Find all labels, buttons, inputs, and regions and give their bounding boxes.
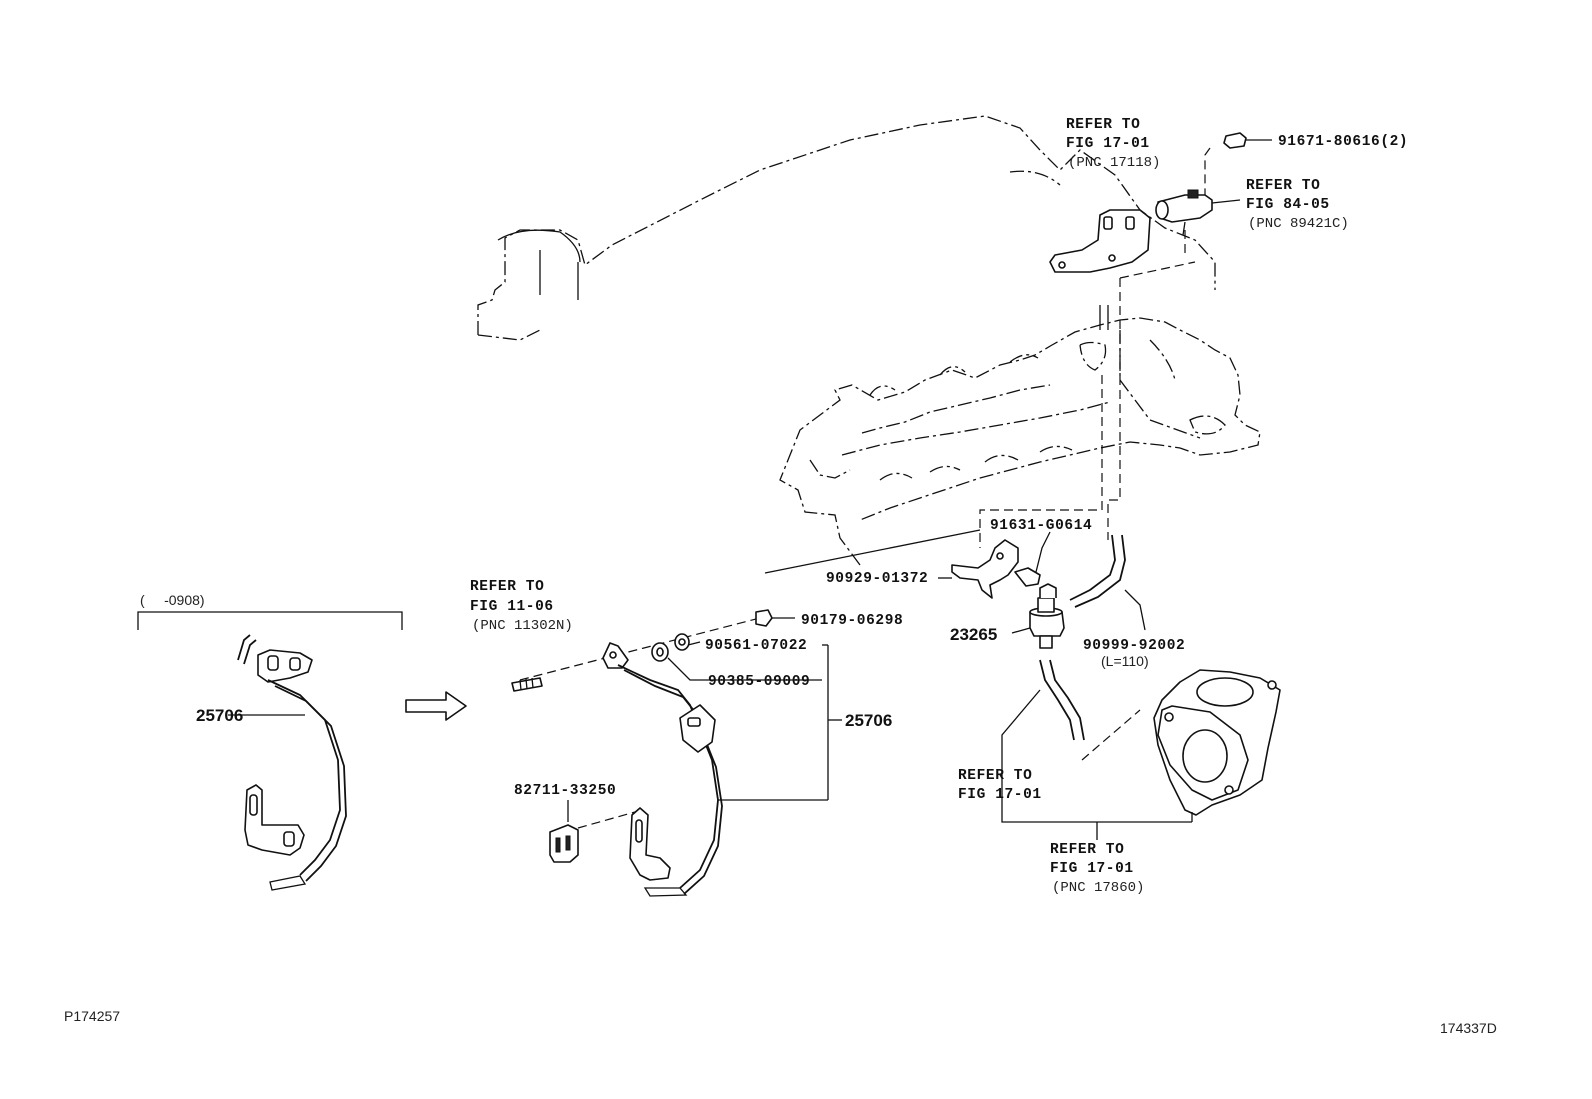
- hose-90999: [1069, 534, 1146, 631]
- bracket-90929: [938, 539, 1019, 599]
- label-refer-17-01-1: REFER TO: [958, 768, 1032, 784]
- bracket-17118: [1049, 209, 1151, 273]
- label-refer-89421c-3: (PNC 89421C): [1248, 216, 1349, 232]
- hose-lower: [1001, 659, 1085, 765]
- label-refer-11302n-2: FIG 11-06: [470, 599, 554, 615]
- callout-lines: [137, 611, 1192, 840]
- label-pn-91671: 91671-80616(2): [1278, 134, 1408, 150]
- label-refer-17118-3: (PNC 17118): [1068, 155, 1160, 171]
- clamp-82711: [549, 824, 579, 863]
- bolt-91631: [1014, 531, 1051, 587]
- text-labels: REFER TO FIG 17-01 (PNC 17118) 91671-806…: [64, 117, 1497, 1036]
- label-refer-17118-2: FIG 17-01: [1066, 136, 1150, 152]
- label-refer-17-01-2: FIG 17-01: [958, 787, 1042, 803]
- label-refer-11302n-1: REFER TO: [470, 579, 544, 595]
- direction-arrow: [405, 691, 467, 721]
- intake-manifold: [764, 305, 1261, 574]
- label-pn-90999-length: (L=110): [1101, 653, 1149, 669]
- throttle-body: [1153, 669, 1281, 822]
- washer-90385: [651, 642, 669, 662]
- label-pn-82711: 82711-33250: [514, 783, 616, 799]
- label-pn-90561: 90561-07022: [705, 638, 807, 654]
- label-refer-17118-1: REFER TO: [1066, 117, 1140, 133]
- label-date-range: ( -0908): [140, 592, 205, 608]
- footer-right-code: 174337D: [1440, 1020, 1497, 1036]
- pipe-25706-left: [237, 634, 347, 891]
- label-refer-11302n-3: (PNC 11302N): [472, 618, 573, 634]
- label-pn-90385: 90385-09009: [708, 674, 810, 690]
- label-refer-89421c-1: REFER TO: [1246, 178, 1320, 194]
- label-pn-25706-left: 25706: [196, 706, 243, 725]
- label-pn-90179: 90179-06298: [801, 613, 903, 629]
- label-refer-89421c-2: FIG 84-05: [1246, 197, 1330, 213]
- engine-outline: [477, 115, 1216, 341]
- label-pn-25706-right: 25706: [845, 711, 892, 730]
- footer-left-code: P174257: [64, 1008, 120, 1024]
- nut-90179: [755, 609, 773, 627]
- pipe-25706-right: [602, 642, 723, 897]
- bolt-91671: [1223, 132, 1272, 149]
- label-pn-90999: 90999-92002: [1083, 638, 1185, 654]
- sensor-89421c: [1155, 189, 1241, 236]
- label-refer-17860-2: FIG 17-01: [1050, 861, 1134, 877]
- label-refer-17860-1: REFER TO: [1050, 842, 1124, 858]
- stud-bolt: [511, 677, 543, 692]
- label-pn-23265: 23265: [950, 625, 997, 644]
- label-refer-17860-3: (PNC 17860): [1052, 880, 1144, 896]
- label-pn-91631: 91631-G0614: [990, 518, 1092, 534]
- washer-90561: [674, 633, 690, 651]
- label-pn-90929: 90929-01372: [826, 571, 928, 587]
- vsv-23265: [1011, 583, 1065, 649]
